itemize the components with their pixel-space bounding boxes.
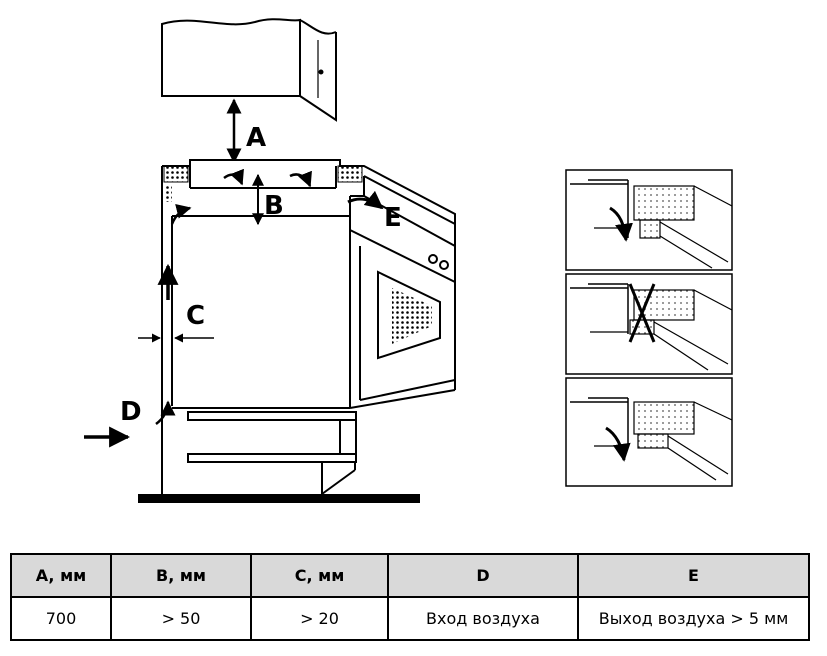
value-c: > 20 [250, 596, 389, 641]
airflow-top-left [170, 204, 192, 225]
label-e: E [384, 203, 402, 233]
label-b: B [264, 191, 284, 221]
worktop-seal-left [163, 165, 189, 183]
worktop-seal-right [337, 165, 363, 183]
airflow-bottom-left [155, 400, 176, 425]
air-outlet-arrow [347, 190, 384, 210]
detail-correct-2 [565, 377, 733, 487]
worktop-seal-left-lower [164, 184, 172, 202]
header-e: E [577, 553, 810, 598]
floor [138, 494, 420, 503]
header-c: C, мм [250, 553, 389, 598]
detail-incorrect [565, 273, 733, 375]
cross-line-2 [628, 283, 656, 343]
value-d: Вход воздуха [387, 596, 579, 641]
table-header-row: A, мм B, мм C, мм D E [10, 553, 810, 598]
header-d: D [387, 553, 579, 598]
label-a: A [246, 123, 266, 153]
oven-body [171, 195, 456, 409]
wall-cabinet [161, 18, 337, 122]
detail-correct-1 [565, 169, 733, 271]
label-d: D [120, 397, 142, 427]
installation-diagram: A B [84, 18, 733, 503]
value-b: > 50 [110, 596, 252, 641]
value-a: 700 [10, 596, 112, 641]
airflow-curve-2 [289, 170, 312, 188]
table-row: 700 > 50 > 20 Вход воздуха Выход воздуха… [10, 596, 810, 641]
header-a: A, мм [10, 553, 112, 598]
spec-table: A, мм B, мм C, мм D E 700 > 50 > 20 Вход… [10, 553, 810, 641]
oven-window [377, 270, 441, 360]
label-c: C [186, 301, 205, 331]
header-b: B, мм [110, 553, 252, 598]
plinth [187, 411, 357, 495]
airflow-curve-1 [223, 168, 244, 186]
value-e: Выход воздуха > 5 мм [577, 596, 810, 641]
